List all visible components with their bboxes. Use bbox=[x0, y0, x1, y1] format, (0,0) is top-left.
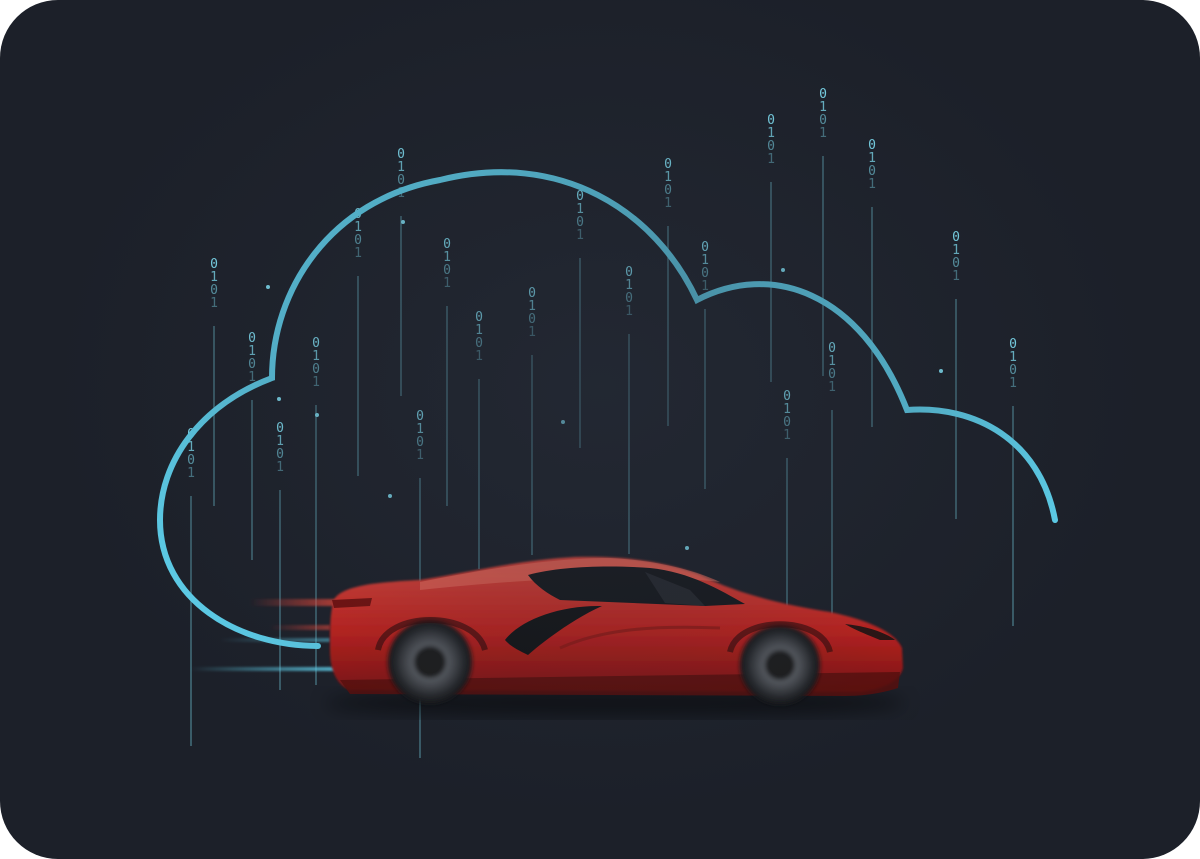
data-dot bbox=[781, 268, 785, 272]
data-dot bbox=[685, 546, 689, 550]
cloud-outline bbox=[156, 169, 1058, 649]
data-dot bbox=[277, 397, 281, 401]
data-dot bbox=[266, 285, 270, 289]
data-dot bbox=[315, 413, 319, 417]
data-dot bbox=[561, 420, 565, 424]
data-dot bbox=[939, 369, 943, 373]
sports-car bbox=[325, 556, 905, 717]
data-dot bbox=[401, 220, 405, 224]
data-dot bbox=[388, 494, 392, 498]
speed-trails bbox=[190, 599, 345, 671]
